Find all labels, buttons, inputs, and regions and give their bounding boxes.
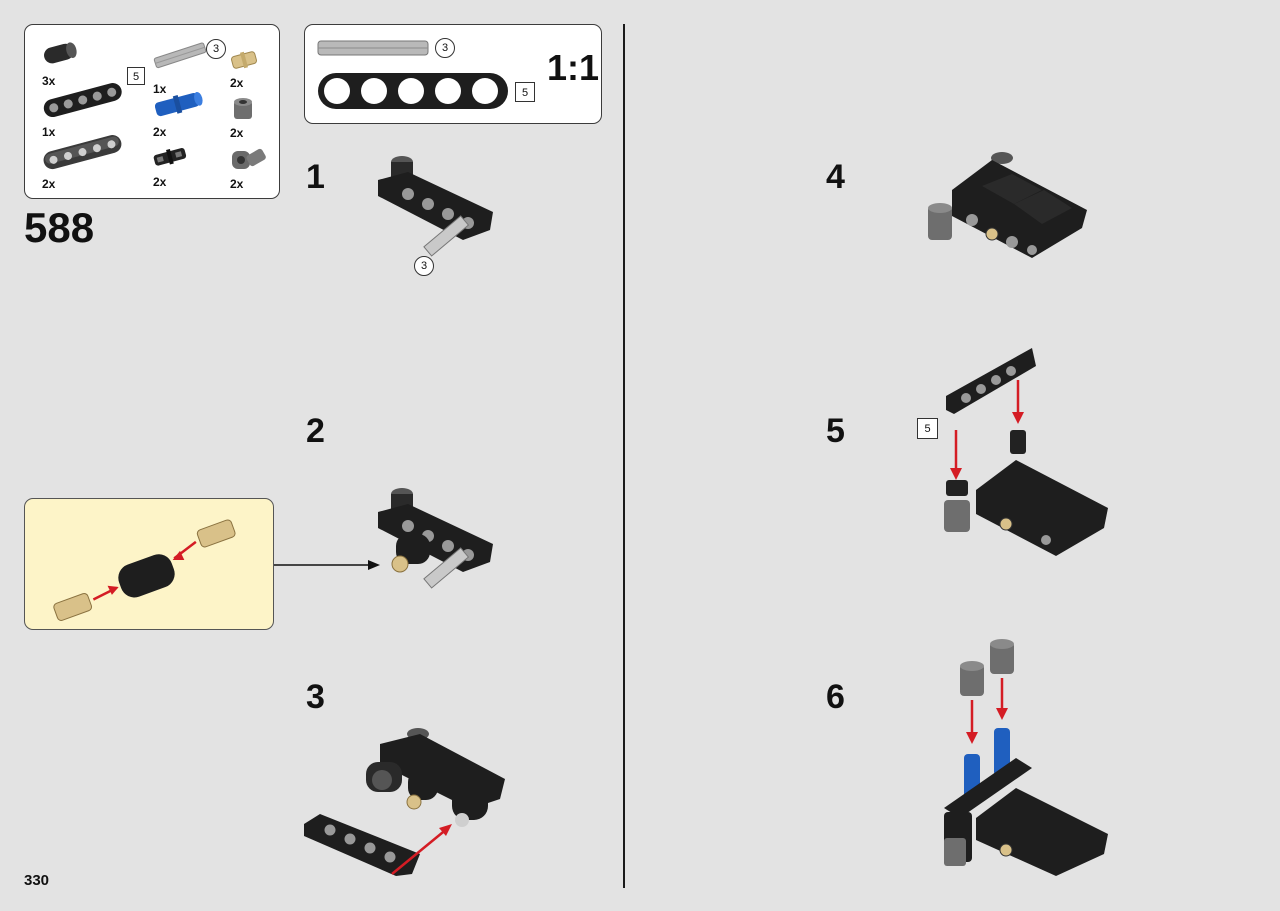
part-qty-connector-angled: 2x bbox=[230, 177, 244, 191]
axle-length-badge: 3 bbox=[206, 39, 226, 59]
page-number: 330 bbox=[24, 872, 50, 889]
part-qty-bush: 2x bbox=[230, 126, 244, 140]
step-2-number: 2 bbox=[306, 412, 325, 450]
step-5-number: 5 bbox=[826, 412, 845, 450]
parts-list-box: 3x 5 1x 2x 3 1x 2x 2x bbox=[24, 24, 280, 199]
beam-length-badge: 5 bbox=[127, 67, 145, 85]
beam-5-icon bbox=[43, 83, 122, 118]
connector-angled-icon bbox=[232, 148, 266, 169]
main-step-number: 588 bbox=[24, 204, 95, 251]
step-5-assembly bbox=[944, 348, 1108, 556]
step-3-number: 3 bbox=[306, 678, 325, 716]
step-4-assembly bbox=[928, 152, 1087, 258]
scale-box: 3 5 1:1 bbox=[304, 24, 602, 124]
part-qty-pin-tan: 2x bbox=[230, 76, 244, 90]
step-1-axle-badge: 3 bbox=[414, 256, 434, 276]
callout-pointer-arrow bbox=[274, 560, 380, 570]
scale-axle-badge: 3 bbox=[435, 38, 455, 58]
part-qty-axle-pin: 2x bbox=[153, 125, 167, 139]
beam-5-curved-icon bbox=[43, 135, 122, 170]
part-qty-pin-black: 2x bbox=[153, 175, 167, 189]
part-qty-axle: 1x bbox=[153, 82, 167, 96]
step-5-beam-badge: 5 bbox=[917, 418, 938, 439]
scale-label: 1:1 bbox=[547, 47, 600, 88]
pin-friction-black-icon bbox=[153, 147, 187, 166]
step-1-assembly bbox=[378, 156, 493, 257]
callout-subassembly bbox=[53, 519, 236, 621]
part-qty-connector: 3x bbox=[42, 74, 56, 88]
part-qty-beam5: 1x bbox=[42, 125, 56, 139]
bush-grey-icon bbox=[234, 98, 252, 119]
column-divider bbox=[623, 24, 625, 888]
beam-scale-icon bbox=[318, 73, 508, 109]
step-3-assembly bbox=[304, 728, 505, 876]
part-qty-beam-curved: 2x bbox=[42, 177, 56, 191]
scale-beam-badge: 5 bbox=[515, 82, 535, 102]
axle-3-icon bbox=[153, 42, 207, 69]
connector-pin-black-icon bbox=[44, 42, 77, 64]
axle-scale-icon bbox=[317, 40, 429, 56]
step-6-number: 6 bbox=[826, 678, 845, 716]
pin-tan-icon bbox=[231, 51, 257, 69]
step-2-callout bbox=[24, 498, 274, 630]
step-4-number: 4 bbox=[826, 158, 845, 196]
step-1-number: 1 bbox=[306, 158, 325, 196]
axle-pin-blue-icon bbox=[154, 91, 203, 117]
step-2-assembly bbox=[378, 488, 493, 589]
step-6-assembly bbox=[944, 639, 1108, 876]
